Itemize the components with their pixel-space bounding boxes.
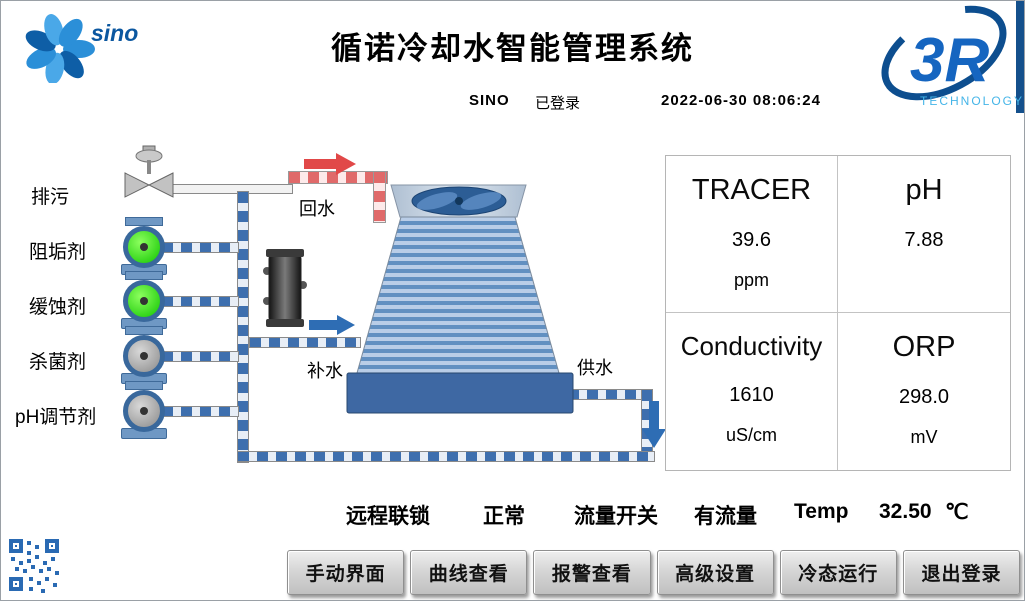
- fan-icon: [411, 186, 507, 216]
- label-makeup-water: 补水: [307, 361, 343, 381]
- pump-corrosion-inhibitor[interactable]: [121, 271, 167, 329]
- sino-logo-text: sino: [91, 20, 138, 46]
- label-corrosion-inhibitor: 缓蚀剂: [29, 297, 87, 318]
- cooling-tower[interactable]: [341, 181, 576, 416]
- pump-status-indicator: [123, 335, 165, 377]
- interlock-label: 远程联锁: [346, 505, 430, 528]
- label-return-water: 回水: [299, 199, 335, 219]
- temp-value: 32.50: [879, 500, 932, 523]
- readings-panel: TRACER 39.6 ppm pH 7.88 Conductivity 161…: [665, 155, 1011, 471]
- reading-tracer: TRACER 39.6 ppm: [666, 156, 838, 313]
- makeup-water-pipe: [249, 337, 361, 348]
- sino-logo: sino: [25, 14, 138, 83]
- label-scale-inhibitor: 阻垢剂: [29, 242, 87, 263]
- label-ph-adjuster: pH调节剂: [15, 407, 97, 428]
- dosing-stub-pipe-2: [161, 296, 239, 307]
- ph-value: 7.88: [904, 229, 944, 251]
- conductivity-value: 1610: [729, 384, 774, 406]
- login-status: 已登录: [535, 95, 581, 112]
- ph-label: pH: [905, 174, 943, 206]
- supply-flow-arrow-icon: [642, 401, 666, 448]
- bottom-button-row: 手动界面 曲线查看 报警查看 高级设置 冷态运行 退出登录: [287, 550, 1021, 595]
- tracer-unit: ppm: [733, 270, 769, 290]
- alarm-view-button[interactable]: 报警查看: [533, 550, 651, 595]
- filter-vessel[interactable]: [257, 245, 313, 331]
- pump-flange: [125, 217, 163, 226]
- curve-view-button[interactable]: 曲线查看: [410, 550, 528, 595]
- temp-unit: ℃: [945, 501, 969, 524]
- orp-unit: mV: [910, 427, 938, 447]
- makeup-flow-arrow-icon: [309, 315, 355, 335]
- reading-conductivity: Conductivity 1610 uS/cm: [666, 313, 838, 470]
- cold-run-button[interactable]: 冷态运行: [779, 550, 897, 595]
- 3r-logo-bar: [1016, 1, 1024, 113]
- pump-flange: [125, 326, 163, 335]
- orp-value: 298.0: [898, 386, 950, 408]
- return-flow-arrow-icon: [304, 153, 356, 175]
- 3r-logo: 3R TECHNOLOGY: [881, 1, 1024, 113]
- temp-label: Temp: [794, 500, 849, 523]
- dosing-stub-pipe-3: [161, 351, 239, 362]
- qr-code-icon: [9, 539, 59, 593]
- tracer-label: TRACER: [691, 174, 812, 206]
- blowdown-valve[interactable]: [123, 145, 175, 203]
- blowdown-pipe: [169, 184, 293, 194]
- pump-biocide[interactable]: [121, 326, 167, 384]
- 3r-swoosh-icon: [881, 5, 1007, 101]
- dosing-stub-pipe-1: [161, 242, 239, 253]
- logged-user: SINO: [469, 92, 510, 109]
- tracer-value: 39.6: [732, 229, 771, 251]
- dosing-stub-pipe-4: [161, 406, 239, 417]
- 3r-logo-subtext: TECHNOLOGY: [920, 94, 1024, 108]
- reading-orp: ORP 298.0 mV: [838, 313, 1010, 470]
- pump-scale-inhibitor[interactable]: [121, 217, 167, 275]
- pump-flange: [125, 271, 163, 280]
- bottom-loop-pipe: [237, 451, 655, 462]
- manual-screen-button[interactable]: 手动界面: [287, 550, 405, 595]
- pump-status-indicator: [123, 280, 165, 322]
- conductivity-label: Conductivity: [680, 331, 823, 361]
- pump-status-indicator: [123, 226, 165, 268]
- pump-flange: [125, 381, 163, 390]
- sino-pinwheel-icon: [25, 14, 95, 83]
- return-water-pipe-v: [373, 171, 386, 223]
- label-blowdown: 排污: [31, 187, 70, 208]
- dosing-main-pipe: [237, 191, 249, 463]
- datetime-clock: 2022-06-30 08:06:24: [661, 92, 821, 109]
- reading-ph: pH 7.88: [838, 156, 1010, 313]
- 3r-logo-text: 3R: [910, 26, 989, 95]
- conductivity-unit: uS/cm: [725, 425, 777, 445]
- pump-ph-adjuster[interactable]: [121, 381, 167, 439]
- flow-switch-value: 有流量: [694, 505, 757, 528]
- interlock-value: 正常: [483, 505, 525, 528]
- tower-body: [356, 216, 560, 374]
- label-biocide: 杀菌剂: [29, 352, 87, 373]
- page-title: 循诺冷却水智能管理系统: [331, 31, 694, 66]
- advanced-settings-button[interactable]: 高级设置: [656, 550, 774, 595]
- label-supply-water: 供水: [577, 358, 613, 378]
- orp-label: ORP: [892, 331, 956, 363]
- tower-basin: [346, 372, 574, 414]
- pump-status-indicator: [123, 390, 165, 432]
- logout-button[interactable]: 退出登录: [902, 550, 1021, 595]
- flow-switch-label: 流量开关: [574, 505, 658, 528]
